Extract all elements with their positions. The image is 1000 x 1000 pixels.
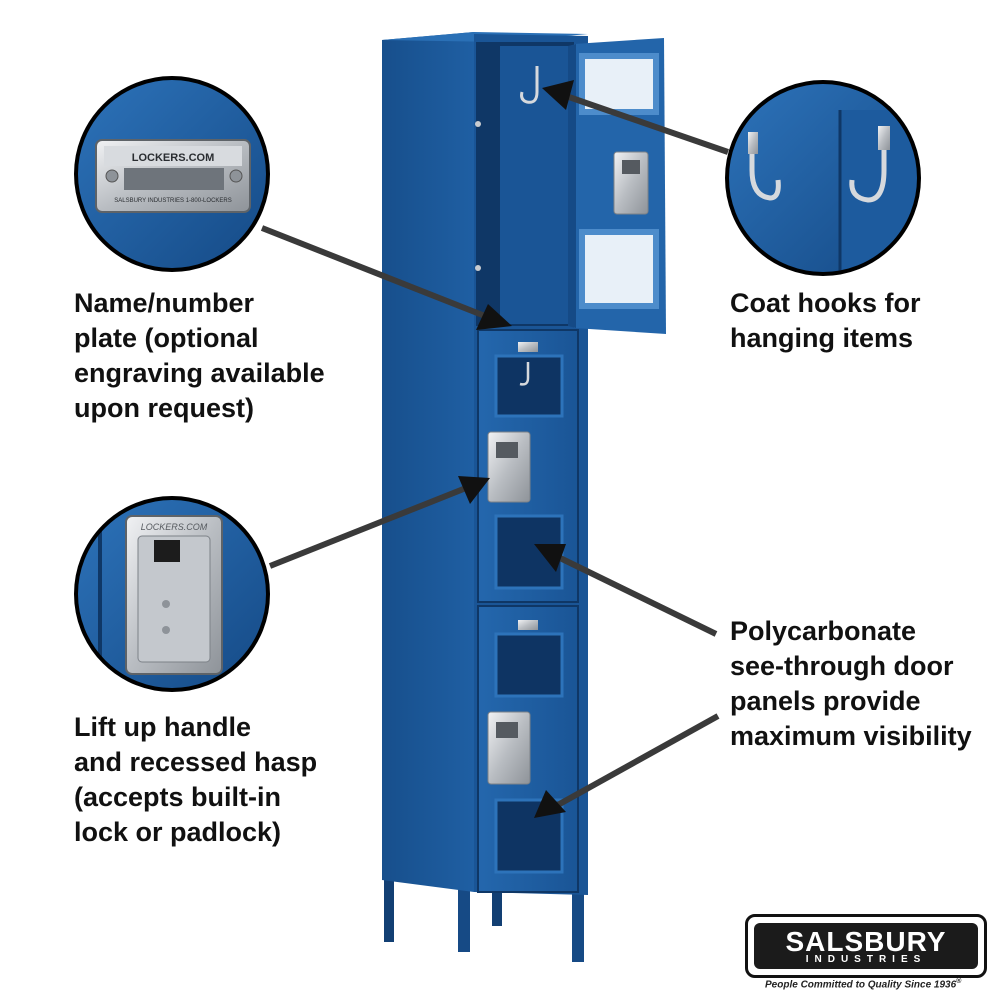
- arrowhead: [458, 476, 490, 504]
- name-plate-icon: [518, 620, 538, 630]
- door-window: [579, 229, 659, 309]
- locker-leg: [458, 880, 470, 952]
- caption-line: upon request): [74, 393, 254, 423]
- locker-side-panel: [382, 32, 474, 892]
- pointer-arrows: [260, 80, 729, 818]
- registered-mark: ®: [956, 978, 962, 985]
- door-window: [494, 632, 564, 698]
- brand-sub: INDUSTRIES: [805, 954, 927, 965]
- caption-line: maximum visibility: [730, 721, 972, 751]
- caption-line: (accepts built-in: [74, 782, 282, 812]
- arrow-coat-hooks: [565, 93, 729, 155]
- arrow-name-plate: [260, 225, 492, 321]
- caption-line: Polycarbonate: [730, 616, 917, 646]
- coat-hook-icon: [519, 362, 530, 386]
- arrowhead: [534, 790, 566, 818]
- door-window: [494, 354, 564, 418]
- locker-leg: [384, 870, 394, 942]
- caption-line: hanging items: [730, 323, 914, 353]
- caption-line: Lift up handle: [74, 712, 251, 742]
- callout-circle-name-plate: LOCKERS.COM SALSBURY INDUSTRIES 1-800-LO…: [74, 76, 270, 272]
- caption-coat-hooks: Coat hooks for hanging items: [730, 286, 921, 356]
- arrow-handle: [268, 485, 468, 569]
- open-door-edge: [568, 44, 576, 328]
- locker: [382, 32, 666, 962]
- caption-line: see-through door: [730, 651, 954, 681]
- coat-hook-icon: [749, 140, 781, 201]
- caption-name-plate: Name/number plate (optional engraving av…: [74, 286, 325, 426]
- locker-leg: [572, 880, 584, 962]
- brand-logo: SALSBURY INDUSTRIES People Committed to …: [743, 912, 989, 992]
- tagline-text: People Committed to Quality Since 1936: [765, 979, 957, 991]
- caption-line: engraving available: [74, 358, 325, 388]
- brand-tagline: People Committed to Quality Since 1936®: [765, 978, 961, 990]
- arrowhead: [534, 544, 566, 572]
- caption-line: panels provide: [730, 686, 921, 716]
- locker-leg: [492, 880, 502, 926]
- coat-hook-icon: [849, 132, 887, 203]
- caption-line: plate (optional: [74, 323, 259, 353]
- caption-line: and recessed hasp: [74, 747, 318, 777]
- logo-badge: SALSBURY INDUSTRIES: [745, 914, 987, 978]
- arrow-panel-upper: [554, 553, 718, 637]
- caption-line: lock or padlock): [74, 817, 282, 847]
- caption-line: Name/number: [74, 288, 255, 318]
- caption-line: Coat hooks for: [730, 288, 921, 318]
- callout-circle-handle: LOCKERS.COM: [74, 496, 270, 692]
- name-plate-text: LOCKERS.COM: [132, 152, 215, 164]
- name-plate-subtext: SALSBURY INDUSTRIES 1-800-LOCKERS: [114, 198, 232, 204]
- arrow-panel-lower: [554, 713, 720, 809]
- coat-hook-icon: [520, 66, 539, 104]
- caption-handle: Lift up handle and recessed hasp (accept…: [74, 710, 317, 850]
- brand-name: SALSBURY: [785, 926, 947, 957]
- name-plate-icon: [518, 342, 538, 352]
- caption-panels: Polycarbonate see-through door panels pr…: [730, 614, 972, 754]
- handle-plate-text: LOCKERS.COM: [141, 522, 208, 532]
- arrowhead: [542, 80, 574, 110]
- arrowhead: [476, 304, 512, 330]
- callout-circle-coat-hooks: [725, 80, 921, 276]
